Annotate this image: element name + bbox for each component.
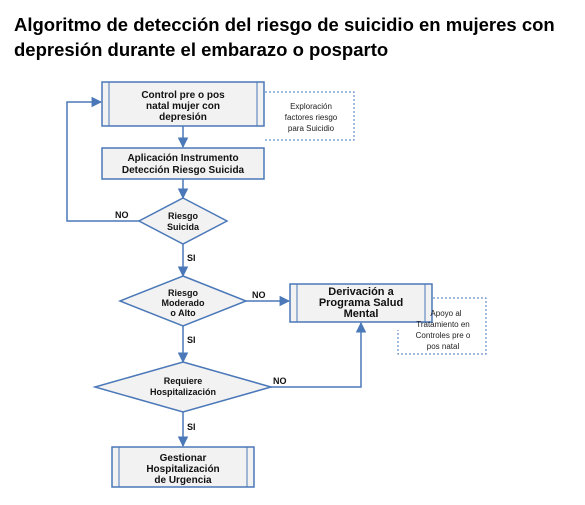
control-line-1: Control pre o pos	[141, 90, 225, 101]
title-line-2: depresión durante el embarazo o posparto	[14, 39, 389, 60]
label-si-2: SI	[187, 335, 196, 345]
derivacion-box: Derivación a Programa Salud Mental	[289, 283, 433, 323]
apoyo-line-4: pos natal	[427, 342, 460, 351]
connector-no-loop	[66, 96, 139, 222]
diagram-title: Algoritmo de detección del riesgo de sui…	[14, 12, 574, 62]
derivacion-line-2: Programa Salud	[319, 297, 403, 309]
label-si-1: SI	[187, 253, 196, 263]
hospitalizacion-q-line-1: Requiere	[164, 376, 203, 386]
riesgo-suicida-line-2: Suicida	[167, 222, 200, 232]
hospitalizacion-q-line-2: Hospitalización	[150, 387, 216, 397]
riesgo-suicida-decision: Riesgo Suicida	[137, 197, 229, 245]
label-no-2: NO	[252, 290, 266, 300]
exploracion-line-1: Exploración	[290, 102, 332, 111]
riesgo-suicida-line-1: Riesgo	[168, 211, 199, 221]
gestionar-line-2: Hospitalización	[146, 464, 219, 475]
label-si-3: SI	[187, 422, 196, 432]
gestionar-line-1: Gestionar	[160, 453, 207, 464]
apoyo-note: Apoyo al Tratamiento en Controles pre o …	[397, 297, 487, 355]
exploracion-line-3: para Suicidio	[288, 124, 335, 133]
derivacion-line-1: Derivación a	[328, 286, 394, 298]
exploracion-note: Exploración factores riesgo para Suicidi…	[265, 91, 355, 141]
exploracion-line-2: factores riesgo	[285, 113, 338, 122]
apoyo-line-1: Apoyo al	[430, 309, 461, 318]
control-line-3: depresión	[159, 112, 207, 123]
aplicacion-line-1: Aplicación Instrumento	[127, 153, 238, 164]
control-box: Control pre o pos natal mujer con depres…	[101, 81, 265, 127]
riesgo-moderado-line-2: Moderado	[161, 298, 205, 308]
aplicacion-line-2: Detección Riesgo Suicida	[122, 165, 245, 176]
control-line-2: natal mujer con	[146, 101, 220, 112]
gestionar-box: Gestionar Hospitalización de Urgencia	[111, 446, 255, 488]
apoyo-line-2: Tratamiento en	[416, 320, 470, 329]
gestionar-line-3: de Urgencia	[154, 475, 212, 486]
connector-no-up	[271, 321, 367, 388]
hospitalizacion-decision: Requiere Hospitalización	[92, 361, 274, 413]
label-no-1: NO	[115, 210, 129, 220]
riesgo-moderado-decision: Riesgo Moderado o Alto	[117, 275, 249, 327]
derivacion-line-3: Mental	[344, 308, 379, 320]
aplicacion-box: Aplicación Instrumento Detección Riesgo …	[101, 147, 265, 180]
label-no-3: NO	[273, 376, 287, 386]
title-line-1: Algoritmo de detección del riesgo de sui…	[14, 14, 555, 35]
riesgo-moderado-line-1: Riesgo	[168, 288, 199, 298]
riesgo-moderado-line-3: o Alto	[170, 308, 196, 318]
apoyo-line-3: Controles pre o	[416, 331, 471, 340]
